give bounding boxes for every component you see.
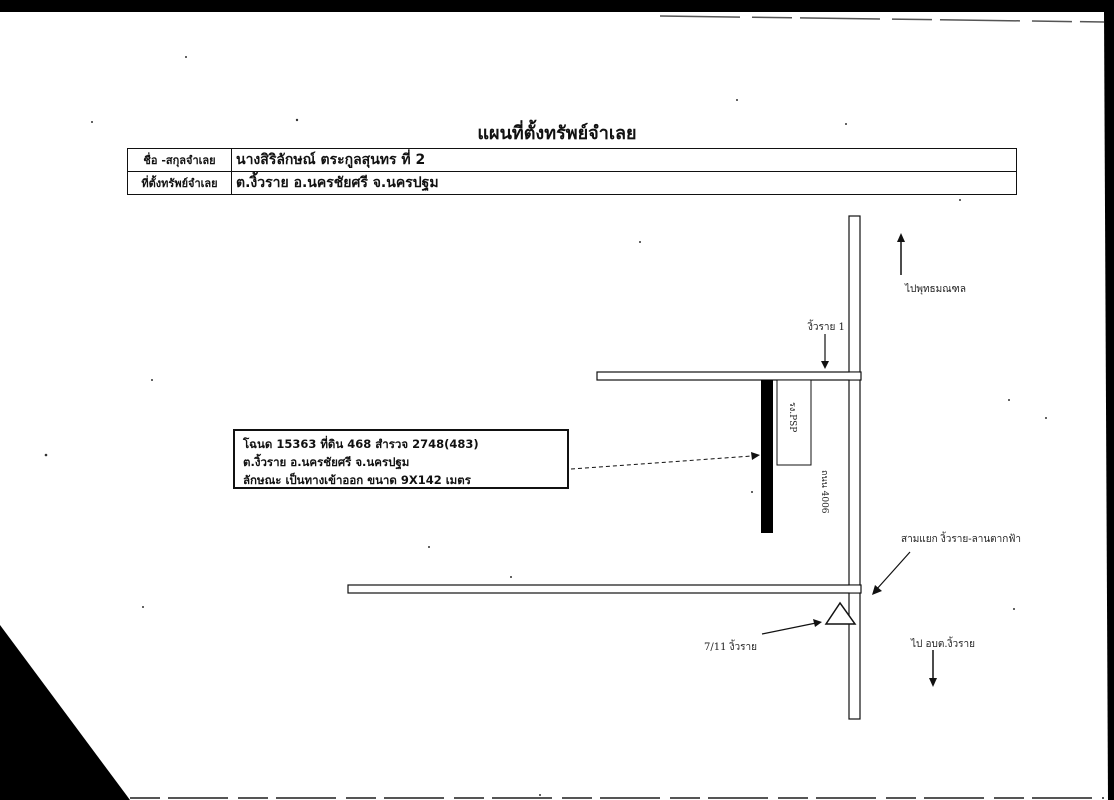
store-arrow-icon bbox=[761, 622, 817, 635]
soi-ngio-rai-1-road bbox=[596, 371, 862, 381]
store-label: 7/11 งิ้วราย bbox=[704, 642, 757, 653]
address-line: ต.งิ้วราย อ.นครชัยศรี จ.นครปฐม bbox=[243, 455, 410, 469]
to-phutthamonthon-label: ไปพุทธมณฑล bbox=[905, 284, 966, 295]
page-title: แผนที่ตั้งทรัพย์จำเลย bbox=[477, 123, 637, 144]
location-value: ต.งิ้วราย อ.นครชัยศรี จ.นครปฐม bbox=[231, 171, 1017, 195]
intersection-label: สามแยก งิ้วราย-ลานตากฟ้า bbox=[901, 534, 1022, 545]
lower-road bbox=[347, 584, 862, 594]
scan-shadow-top bbox=[0, 0, 1114, 12]
table-row: ชื่อ -สกุลจำเลย นางสิริลักษณ์ ตระกูลสุนท… bbox=[127, 148, 1017, 172]
psp-factory-plot bbox=[776, 379, 812, 466]
note-leader-line bbox=[570, 455, 753, 470]
road-4006-label: ถนน 4006 bbox=[819, 470, 829, 514]
main-road-4006 bbox=[848, 215, 861, 720]
psp-plot-label: รง.PSP bbox=[787, 402, 797, 433]
store-triangle-icon bbox=[824, 601, 857, 625]
name-label: ชื่อ -สกุลจำเลย bbox=[127, 148, 232, 172]
deed-line: โฉนด 15363 ที่ดิน 468 สำรวจ 2748(483) bbox=[243, 437, 479, 451]
table-row: ที่ตั้งทรัพย์จำเลย ต.งิ้วราย อ.นครชัยศรี… bbox=[127, 171, 1017, 195]
name-value: นางสิริลักษณ์ ตระกูลสุนทร ที่ 2 bbox=[231, 148, 1017, 172]
soi-ngio-rai-1-label: งิ้วราย 1 bbox=[808, 322, 845, 333]
description-line: ลักษณะ เป็นทางเข้าออก ขนาด 9X142 เมตร bbox=[243, 473, 471, 487]
to-tao-label: ไป อบต.งิ้วราย bbox=[911, 639, 975, 650]
property-access-strip bbox=[761, 380, 773, 533]
property-note-box: โฉนด 15363 ที่ดิน 468 สำรวจ 2748(483) ต.… bbox=[233, 429, 569, 489]
defendant-info-table: ชื่อ -สกุลจำเลย นางสิริลักษณ์ ตระกูลสุนท… bbox=[127, 148, 1017, 195]
intersection-arrow-icon bbox=[875, 551, 911, 591]
scan-specks bbox=[44, 56, 1047, 796]
location-label: ที่ตั้งทรัพย์จำเลย bbox=[127, 171, 232, 195]
scan-shadow-bottom-left bbox=[0, 625, 130, 800]
scan-shadow-right bbox=[1104, 12, 1114, 800]
scan-edge-top bbox=[659, 15, 1105, 23]
